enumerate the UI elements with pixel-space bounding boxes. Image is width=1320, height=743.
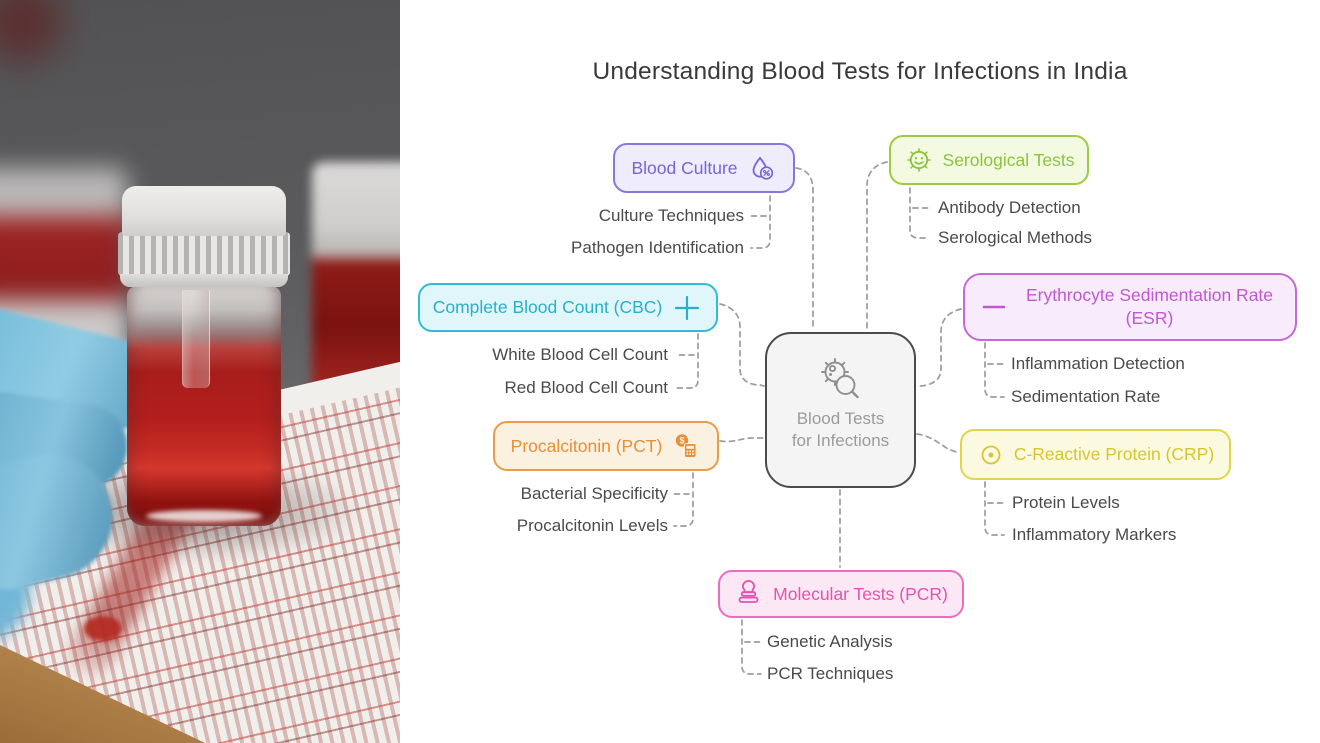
vial-cap-lip bbox=[120, 274, 288, 287]
blood-sample-photo bbox=[0, 0, 400, 743]
subtopic-pathogen-identification: Pathogen Identification bbox=[571, 238, 744, 257]
connector-lines bbox=[673, 161, 1005, 675]
connector-cbc bbox=[676, 303, 765, 389]
connector-crp bbox=[916, 433, 1005, 536]
svg-text:$: $ bbox=[680, 436, 685, 446]
stamp-icon bbox=[738, 580, 759, 603]
node-label: Molecular Tests (PCR) bbox=[773, 583, 948, 604]
target-dot-icon bbox=[981, 445, 1001, 464]
vial-inner-tube bbox=[182, 290, 210, 388]
subtopic-sedimentation-rate: Sedimentation Rate bbox=[1011, 387, 1161, 406]
subtopic-antibody-detection: Antibody Detection bbox=[938, 198, 1081, 217]
connector-pct bbox=[673, 437, 765, 527]
node-complete-blood-count: Complete Blood Count (CBC) bbox=[418, 283, 718, 332]
connector-pcr bbox=[741, 489, 841, 675]
center-node-label: Blood Tests for Infections bbox=[791, 409, 890, 450]
subtopic-inflammatory-markers: Inflammatory Markers bbox=[1012, 525, 1177, 544]
vial-bottom-highlight bbox=[146, 510, 262, 522]
node-molecular-tests-pcr: Molecular Tests (PCR) bbox=[718, 570, 964, 618]
node-label: Procalcitonin (PCT) bbox=[510, 435, 663, 456]
subtopic-red-blood-cell-count: Red Blood Cell Count bbox=[504, 378, 668, 397]
center-node-blood-tests: Blood Tests for Infections bbox=[765, 332, 916, 488]
node-label: Serological Tests bbox=[942, 149, 1075, 170]
subtopic-protein-levels: Protein Levels bbox=[1012, 493, 1120, 512]
node-serological-tests: Serological Tests bbox=[889, 135, 1089, 185]
virus-smiley-icon bbox=[906, 148, 931, 172]
sample-vial bbox=[118, 186, 290, 526]
subtopic-serological-methods: Serological Methods bbox=[938, 228, 1093, 247]
node-label: Blood Culture bbox=[631, 157, 738, 178]
subtopic-culture-techniques: Culture Techniques bbox=[598, 206, 744, 225]
vial-cap-ribs bbox=[118, 232, 290, 276]
money-calculator-icon: $ bbox=[676, 434, 697, 458]
microbe-magnifier-icon bbox=[820, 358, 859, 399]
node-procalcitonin: Procalcitonin (PCT) $ bbox=[493, 421, 719, 471]
node-blood-culture: Blood Culture bbox=[613, 143, 795, 193]
vial-cap bbox=[122, 186, 286, 236]
node-c-reactive-protein: C-Reactive Protein (CRP) bbox=[960, 429, 1231, 480]
red-drop bbox=[84, 616, 122, 641]
connector-blood-culture bbox=[750, 167, 814, 330]
plus-icon bbox=[675, 295, 700, 320]
subtopic-white-blood-cell-count: White Blood Cell Count bbox=[492, 345, 668, 364]
subtopic-inflammation-detection: Inflammation Detection bbox=[1011, 354, 1185, 373]
node-label: C-Reactive Protein (CRP) bbox=[1013, 444, 1215, 464]
page-title: Understanding Blood Tests for Infections… bbox=[592, 58, 1128, 85]
droplet-percent-icon bbox=[752, 156, 773, 180]
subtopic-genetic-analysis: Genetic Analysis bbox=[767, 632, 893, 651]
subtopic-bacterial-specificity: Bacterial Specificity bbox=[520, 484, 668, 503]
subtopic-procalcitonin-levels: Procalcitonin Levels bbox=[516, 516, 668, 535]
connector-serological-tests bbox=[866, 161, 930, 330]
subtopic-pcr-techniques: PCR Techniques bbox=[767, 664, 894, 683]
node-label: Complete Blood Count (CBC) bbox=[432, 297, 663, 317]
dash-icon bbox=[982, 305, 1006, 309]
node-label: Erythrocyte Sedimentation Rate (ESR) bbox=[1025, 285, 1274, 328]
connector-esr bbox=[916, 308, 1005, 398]
node-esr: Erythrocyte Sedimentation Rate (ESR) bbox=[963, 273, 1297, 341]
mindmap: Understanding Blood Tests for Infections… bbox=[400, 0, 1320, 743]
